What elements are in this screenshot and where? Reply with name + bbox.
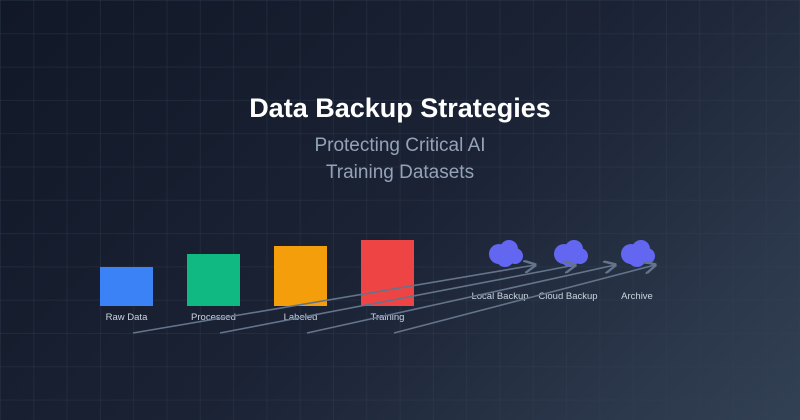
diagram-title: Data Backup Strategies	[249, 93, 551, 123]
stage-label: Processed	[191, 312, 236, 323]
cloud-icon	[489, 240, 523, 267]
stage-label: Raw Data	[106, 312, 148, 323]
flow-arrow	[393, 265, 655, 334]
stage-box-training	[361, 240, 414, 306]
backup-target-label: Cloud Backup	[538, 291, 597, 302]
backup-target-label: Local Backup	[471, 291, 528, 302]
subtitle-line-1: Protecting Critical AI	[314, 135, 486, 156]
flow-arrow	[306, 265, 615, 334]
stage-box-processed	[187, 254, 240, 306]
stage-box-raw-data	[100, 267, 153, 306]
flow-arrow	[219, 265, 575, 334]
stage-label: Training	[371, 312, 405, 323]
cloud-icon	[554, 240, 588, 267]
flow-arrow	[132, 265, 535, 334]
backup-target-label: Archive	[621, 291, 653, 302]
stage-box-labeled	[274, 246, 327, 306]
subtitle-line-2: Training Datasets	[325, 162, 475, 183]
cloud-icon	[621, 240, 655, 267]
